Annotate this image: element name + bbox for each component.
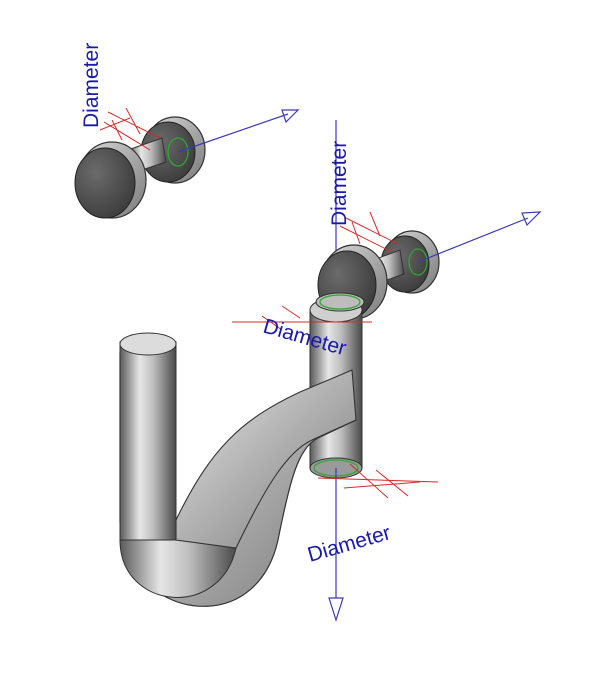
mid-diameter-dimension xyxy=(339,211,399,253)
bottom-bend xyxy=(119,539,237,598)
flow-arrow-head-icon xyxy=(281,109,300,124)
mid-diameter-label: Diameter xyxy=(328,141,351,226)
inlet-pipe-top xyxy=(119,332,177,356)
connector-ref-circle xyxy=(167,137,189,167)
upper-bend xyxy=(175,369,357,549)
front-flange-face xyxy=(74,147,136,219)
p-trap-pipe[interactable] xyxy=(119,292,365,622)
connector-ref-circle xyxy=(408,248,428,276)
trap-inlet-ref-circle xyxy=(319,294,361,310)
trap-inlet-diameter-dimension xyxy=(232,305,372,331)
top-diameter-label: Diameter xyxy=(80,43,103,128)
flow-direction-arrow-icon xyxy=(177,113,289,153)
trap-inlet-top xyxy=(315,292,365,312)
flow-arrow-head-icon xyxy=(328,597,344,622)
top-diameter-dimension xyxy=(99,107,161,151)
flow-arrow-head-icon xyxy=(521,211,542,227)
trap-outlet-diameter-label: Diameter xyxy=(305,521,393,567)
inlet-pipe-segment xyxy=(119,341,177,543)
flow-direction-arrow-icon xyxy=(417,217,529,263)
trap-outlet-diameter-dimension xyxy=(317,463,439,499)
top-pipe-connector[interactable]: Diameter xyxy=(74,43,300,219)
middle-pipe-connector[interactable]: Diameter xyxy=(317,120,542,320)
